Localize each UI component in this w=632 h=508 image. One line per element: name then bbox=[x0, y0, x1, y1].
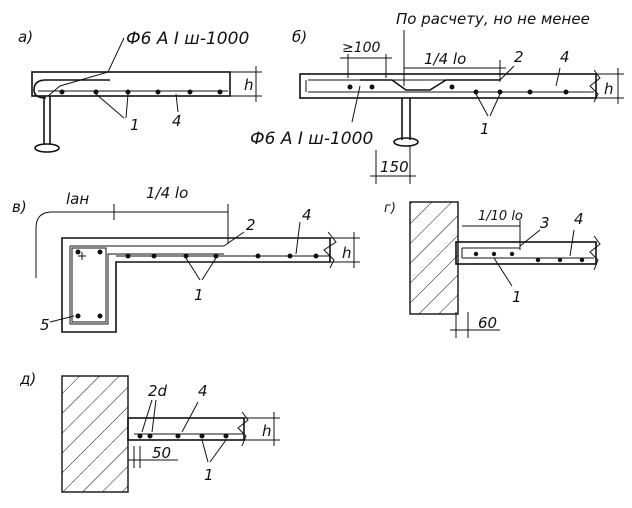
panel-d-wall bbox=[61, 375, 129, 493]
panel-b-mark-4: 4 bbox=[560, 48, 570, 66]
panel-g-wall bbox=[409, 201, 459, 315]
panel-b-letter: б) bbox=[292, 28, 307, 46]
panel-a: а) Ф6 А I ш-1000 h 1 4 bbox=[18, 28, 262, 153]
panel-v-height: h bbox=[342, 244, 352, 262]
panel-g-mark-1: 1 bbox=[512, 288, 522, 306]
panel-g-support-width: 60 bbox=[478, 314, 497, 332]
panel-b-bar-callout: Ф6 А I ш-1000 bbox=[250, 129, 373, 149]
panel-a-hook bbox=[33, 79, 110, 99]
panel-d: д) 2d 4 h 1 50 bbox=[19, 370, 280, 493]
panel-b: б) По расчету, но не менее ≥100 1/4 lo h bbox=[250, 10, 624, 184]
panel-v-letter: в) bbox=[12, 198, 27, 216]
panel-v-mark-4: 4 bbox=[302, 206, 312, 224]
panel-a-slab bbox=[31, 71, 231, 97]
panel-v-quarter-span: 1/4 lo bbox=[146, 184, 188, 202]
panel-g-slab bbox=[455, 241, 597, 265]
panel-a-mark-4: 4 bbox=[172, 112, 182, 130]
panel-g-letter: г) bbox=[384, 201, 396, 216]
panel-d-mark-1: 1 bbox=[204, 466, 214, 484]
panel-d-mark-4: 4 bbox=[198, 382, 208, 400]
panel-g-tenth-span: 1/10 lo bbox=[478, 209, 523, 224]
panel-b-height: h bbox=[604, 80, 614, 98]
panel-g-mark-4: 4 bbox=[574, 210, 584, 228]
panel-b-min-len: ≥100 bbox=[342, 40, 381, 56]
panel-a-height: h bbox=[244, 76, 254, 94]
panel-a-mark-1: 1 bbox=[130, 116, 140, 134]
panel-v-mark-5: 5 bbox=[40, 316, 50, 334]
panel-g-mark-3: 3 bbox=[540, 214, 550, 232]
panel-d-gap: 50 bbox=[152, 444, 171, 462]
panel-b-mark-2: 2 bbox=[514, 48, 524, 66]
panel-d-spacing: 2d bbox=[148, 382, 168, 400]
panel-d-slab bbox=[127, 417, 245, 441]
panel-a-letter: а) bbox=[18, 28, 33, 46]
panel-b-slab bbox=[299, 73, 597, 99]
panel-g: г) 1/10 lo 3 4 1 60 bbox=[384, 201, 601, 338]
panel-a-leader bbox=[47, 37, 125, 97]
panel-v-mark-1: 1 bbox=[194, 286, 204, 304]
panel-b-mark-1: 1 bbox=[480, 120, 490, 138]
panel-d-height: h bbox=[262, 422, 272, 440]
panel-b-support-width: 150 bbox=[380, 158, 409, 176]
panel-d-letter: д) bbox=[19, 370, 36, 388]
panel-b-quarter-span: 1/4 lo bbox=[424, 50, 466, 68]
panel-v-mark-2: 2 bbox=[246, 216, 256, 234]
panel-v: в) lан 1/4 lo h 2 4 1 5 bbox=[12, 184, 360, 334]
panel-v-anchor: lан bbox=[66, 190, 89, 208]
panel-v-anchor-line bbox=[35, 211, 228, 278]
panel-a-bar-callout: Ф6 А I ш-1000 bbox=[126, 29, 249, 49]
panel-b-calc-note: По расчету, но не менее bbox=[396, 10, 590, 28]
